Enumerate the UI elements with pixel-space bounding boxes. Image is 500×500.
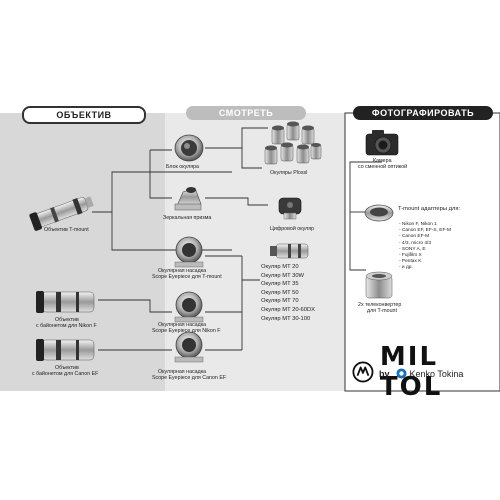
header-view: СМОТРЕТЬ — [186, 106, 306, 120]
label-camera-1: Камера — [373, 158, 392, 164]
list-item: Окуляр MT 30W — [261, 272, 305, 279]
adapter-mount-list: - Nikon F, Nikon 1 - Canon EF, EF-S, EF-… — [399, 222, 451, 272]
list-item: - SONY A, E — [399, 246, 426, 252]
kenko-logo-icon — [395, 368, 407, 379]
label-adapter-canon-2: Scope Eyepiece для Canon EF — [152, 375, 227, 381]
label-digital-eyepiece: Цифровой окуляр — [270, 226, 315, 232]
teleconverter-icon — [365, 271, 393, 299]
mt-eyepiece-icon — [270, 243, 309, 259]
label-teleconverter-1: 2x телеконвертер — [358, 302, 402, 308]
tmount-adapter-ring-icon — [364, 204, 394, 222]
plossl-eyepieces-icon — [264, 121, 322, 165]
adapter-tmount-icon — [174, 236, 204, 268]
connector-lines — [92, 127, 382, 351]
adapter-nikon-icon — [174, 291, 204, 323]
eyepiece-list: Окуляр MT 20 Окуляр MT 30W Окуляр MT 35 … — [261, 263, 315, 323]
digital-eyepiece-icon — [278, 197, 302, 220]
list-item: - Canon EF, EF-S, EF-M — [399, 228, 451, 234]
label-adapter-nikon-1: Окулярная насадка — [158, 322, 207, 328]
miltol-emblem-icon — [352, 361, 374, 383]
mirror-prism-icon — [174, 187, 202, 211]
list-item: - Fujifilm X — [399, 253, 422, 259]
panel-photo — [344, 112, 500, 392]
label-tmount-lens: Объектив T-mount — [44, 227, 89, 233]
list-item: Окуляр MT 20 — [261, 264, 299, 270]
camera-icon — [365, 130, 399, 156]
brand-byline: by Kenko Tokina — [379, 368, 463, 379]
list-item: - Pentax K — [399, 259, 422, 265]
brand-name: MIL TOL — [379, 342, 443, 402]
label-nikon-lens-2: с байонетом для Nikon F — [36, 323, 97, 329]
label-mirror-prism: Зеркальная призма — [163, 215, 212, 221]
list-item: - Canon EF-M — [399, 234, 430, 240]
list-item: Окуляр MT 30-100 — [261, 315, 311, 322]
list-item: Окуляр MT 20-60DX — [261, 306, 315, 313]
label-adapter-canon-1: Окулярная насадка — [158, 369, 207, 375]
label-canon-lens-2: с байонетом для Canon EF — [32, 371, 99, 377]
label-plossl: Окуляры Plossl — [270, 170, 308, 176]
label-camera-2: со сменной оптикой — [358, 164, 408, 170]
list-item: - и др. — [399, 265, 413, 271]
label-nikon-lens-1: Объектив — [55, 317, 79, 323]
label-adapter-tmount-1: Окулярная насадка — [158, 268, 207, 274]
label-adapters-title: T-mount адаптеры для: — [398, 206, 461, 212]
header-lens: ОБЪЕКТИВ — [22, 106, 146, 124]
tmount-lens-icon — [29, 196, 94, 231]
list-item: Окуляр MT 35 — [261, 281, 299, 288]
brand-by: by — [379, 368, 390, 379]
nikon-lens-icon — [36, 291, 95, 313]
adapter-canon-icon — [174, 331, 204, 363]
list-item: - 4/3, micro 4/3 — [399, 240, 431, 246]
label-canon-lens-1: Объектив — [55, 365, 79, 371]
header-photo: ФОТОГРАФИРОВАТЬ — [353, 106, 493, 120]
list-item: - Nikon F, Nikon 1 — [399, 222, 437, 227]
miltol-logo: MIL TOL — [352, 342, 500, 402]
canon-lens-icon — [36, 339, 95, 361]
eyepiece-block-icon — [174, 134, 204, 162]
list-item: Окуляр MT 50 — [261, 289, 299, 296]
list-item: Окуляр MT 70 — [261, 298, 299, 305]
label-adapter-nikon-2: Scope Eyepiece для Nikon F — [152, 328, 221, 334]
brand-maker: Kenko Tokina — [409, 368, 464, 379]
label-eyepiece-block: Блок окуляра — [166, 164, 200, 170]
label-teleconverter-2: для T-mount — [367, 308, 397, 314]
label-adapter-tmount-2: Scope Eyepiece для T-mount — [152, 274, 222, 280]
